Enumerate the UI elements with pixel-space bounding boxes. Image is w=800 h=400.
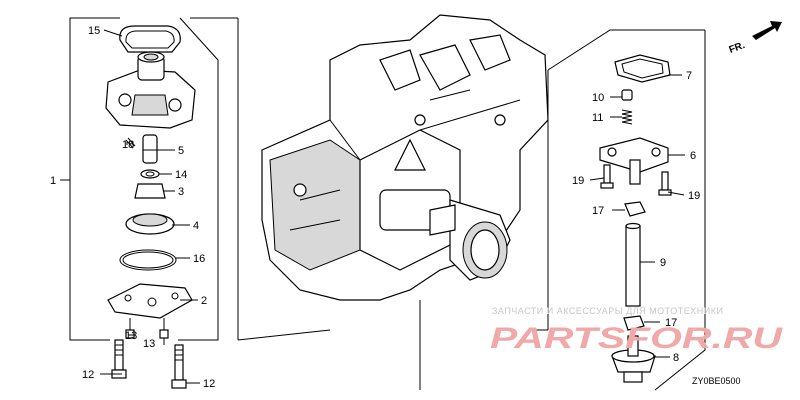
callout-17a: 17 — [592, 205, 604, 217]
callout-8: 8 — [673, 352, 679, 364]
watermark-caption: ЗАПЧАСТИ И АКСЕССУАРЫ ДЛЯ МОТОТЕХНИКИ — [492, 306, 723, 316]
engine-block — [261, 14, 549, 301]
screw-13a — [125, 318, 135, 339]
callout-16: 16 — [193, 253, 205, 265]
callout-13a: 13 — [125, 330, 137, 342]
callout-17b: 17 — [665, 317, 677, 329]
direction-label: FR. — [728, 40, 747, 56]
bolt-19a — [600, 164, 614, 189]
callout-2: 2 — [201, 295, 207, 307]
callouts: 15 1 18 5 14 3 4 16 2 13 13 12 12 7 10 1… — [50, 25, 700, 390]
right-assembly-parts — [599, 54, 672, 383]
washer-14 — [140, 169, 160, 179]
callout-18: 18 — [122, 139, 134, 151]
clip-17a — [624, 201, 646, 217]
callout-15: 15 — [88, 25, 100, 37]
callout-9: 9 — [660, 257, 666, 269]
gasket-15 — [119, 25, 181, 53]
spring-11 — [621, 109, 633, 125]
tube-9 — [625, 225, 641, 307]
clip-17b — [623, 315, 645, 331]
o-ring-16 — [119, 249, 177, 271]
callout-7: 7 — [686, 70, 692, 82]
callout-19a: 19 — [572, 175, 584, 187]
pump-shaft-5 — [142, 134, 158, 164]
left-assembly-parts — [105, 25, 196, 389]
relief-valve-body-6 — [599, 137, 669, 173]
callout-19b: 19 — [688, 190, 700, 202]
callout-6: 6 — [690, 150, 696, 162]
bolt-12b — [171, 344, 187, 389]
callout-5: 5 — [178, 145, 184, 157]
left-assembly-frame — [60, 17, 331, 341]
callout-10: 10 — [592, 92, 604, 104]
bolt-12a — [111, 339, 127, 379]
callout-11: 11 — [592, 112, 603, 124]
callout-4: 4 — [193, 220, 199, 232]
screw-13b — [159, 318, 169, 339]
callout-12b: 12 — [203, 378, 215, 390]
callout-3: 3 — [178, 186, 184, 198]
leader-lines — [60, 29, 685, 384]
pump-cover-2 — [107, 283, 193, 319]
callout-12a: 12 — [82, 369, 94, 381]
callout-1: 1 — [50, 175, 56, 187]
diagram-code: ZY0BE0500 — [692, 376, 741, 386]
cap-10 — [621, 89, 633, 101]
callout-13b: 13 — [143, 338, 155, 350]
front-direction-indicator: FR. — [728, 21, 782, 56]
watermark: ЗАПЧАСТИ И АКСЕССУАРЫ ДЛЯ МОТОТЕХНИКИ PA… — [490, 306, 784, 355]
pin-18 — [127, 137, 136, 147]
callout-14: 14 — [175, 169, 187, 181]
watermark-logo: PARTSFOR.RU — [490, 322, 784, 355]
bolt-19b — [658, 171, 672, 196]
inner-rotor-3 — [134, 183, 166, 199]
